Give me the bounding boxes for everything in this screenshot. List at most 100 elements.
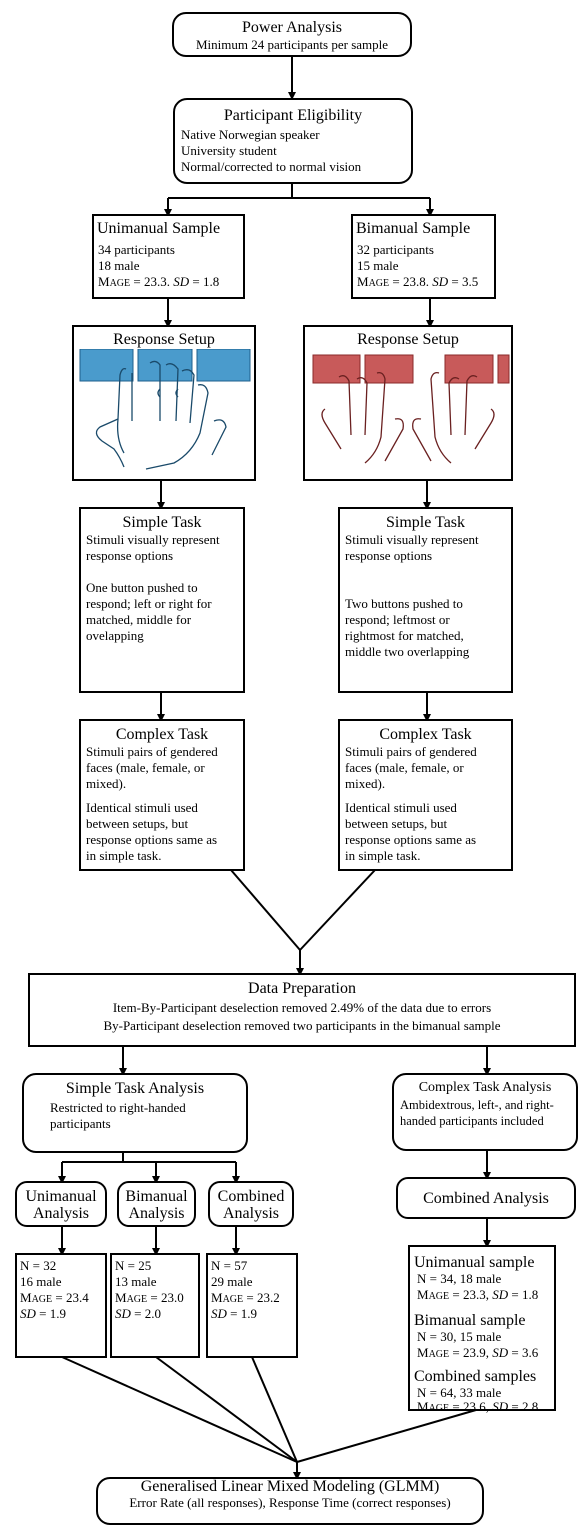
bimanual-analysis-line-1: Bimanual bbox=[125, 1188, 188, 1205]
bimanual-sample-stats: MAGE = 23.8. SD = 3.5 bbox=[357, 274, 479, 289]
power-analysis-text: Minimum 24 participants per sample bbox=[195, 37, 389, 52]
unimanual-analysis-n: N = 32 bbox=[20, 1258, 57, 1273]
combined-stats-bi-title: Bimanual sample bbox=[414, 1312, 526, 1329]
response-button-1 bbox=[312, 354, 361, 384]
unimanual-analysis-male: 16 male bbox=[20, 1274, 62, 1289]
simple-task-left-line-7: ovelapping bbox=[86, 628, 144, 643]
combined-analysis-box: Combined Analysis bbox=[396, 1177, 576, 1219]
combined-stats-bi-age: MAGE = 23.9, SD = 3.6 bbox=[417, 1345, 539, 1360]
response-button-middle bbox=[137, 349, 193, 382]
eligibility-line-3: Normal/corrected to normal vision bbox=[181, 159, 362, 174]
complex-task-right-line-6: between setups, but bbox=[345, 816, 448, 831]
data-preparation-title: Data Preparation bbox=[248, 980, 356, 997]
complex-task-right-line-7: response options same as bbox=[345, 832, 477, 847]
glmm-title: Generalised Linear Mixed Modeling (GLMM) bbox=[140, 1478, 440, 1495]
response-setup-title-right: Response Setup bbox=[357, 331, 459, 348]
unimanual-sample-male: 18 male bbox=[98, 258, 140, 273]
unimanual-analysis-line-2: Analysis bbox=[33, 1205, 89, 1222]
eligibility-box: Participant Eligibility Native Norwegian… bbox=[173, 98, 413, 184]
eligibility-line-1: Native Norwegian speaker bbox=[181, 127, 320, 142]
simple-task-analysis-title: Simple Task Analysis bbox=[65, 1080, 205, 1097]
combined-analysis-sub-line-2: Analysis bbox=[223, 1205, 279, 1222]
unimanual-analysis-line-1: Unimanual bbox=[25, 1188, 97, 1205]
unimanual-sample-box: Unimanual Sample 34 participants 18 male… bbox=[92, 214, 245, 299]
combined-stats-comb-age: MAGE = 23.6, SD = 2.8 bbox=[417, 1399, 539, 1414]
power-analysis-box: Power Analysis Minimum 24 participants p… bbox=[172, 12, 412, 57]
unimanual-sample-stats: MAGE = 23.3. SD = 1.8 bbox=[98, 274, 220, 289]
response-button-2 bbox=[364, 354, 414, 384]
complex-task-left-line-2: faces (male, female, or bbox=[86, 760, 205, 775]
simple-task-left-line-4: One button pushed to bbox=[86, 580, 198, 595]
bimanual-sample-participants: 32 participants bbox=[357, 242, 434, 257]
bimanual-analysis-male: 13 male bbox=[115, 1274, 157, 1289]
bimanual-sample-male: 15 male bbox=[357, 258, 399, 273]
data-preparation-line-1: Item-By-Participant deselection removed … bbox=[112, 1000, 492, 1015]
response-setup-title-left: Response Setup bbox=[113, 331, 215, 348]
bimanual-analysis-age: MAGE = 23.0 bbox=[115, 1290, 184, 1305]
complex-task-unimanual-box: Complex Task Stimuli pairs of gendered f… bbox=[79, 719, 245, 871]
bimanual-sample-box: Bimanual Sample 32 participants 15 male … bbox=[351, 214, 496, 299]
complex-task-analysis-line-1: Ambidextrous, left-, and right- bbox=[400, 1098, 554, 1112]
complex-task-bimanual-box: Complex Task Stimuli pairs of gendered f… bbox=[338, 719, 513, 871]
combined-samples-stats-box: Unimanual sample N = 34, 18 male MAGE = … bbox=[408, 1245, 556, 1414]
simple-task-analysis-line-1: Restricted to right-handed bbox=[50, 1100, 186, 1115]
unimanual-analysis-stats-box: N = 32 16 male MAGE = 23.4 SD = 1.9 bbox=[15, 1253, 107, 1358]
simple-task-right-line-5: respond; leftmost or bbox=[345, 612, 450, 627]
combined-analysis-sd: SD = 1.9 bbox=[211, 1306, 257, 1321]
simple-task-analysis-box: Simple Task Analysis Restricted to right… bbox=[22, 1073, 248, 1153]
complex-task-right-line-1: Stimuli pairs of gendered bbox=[345, 744, 477, 759]
unimanual-sample-participants: 34 participants bbox=[98, 242, 175, 257]
complex-task-left-line-6: between setups, but bbox=[86, 816, 189, 831]
data-preparation-box: Data Preparation Item-By-Participant des… bbox=[28, 973, 576, 1047]
unimanual-analysis-sd: SD = 1.9 bbox=[20, 1306, 66, 1321]
complex-task-analysis-title: Complex Task Analysis bbox=[418, 1080, 552, 1095]
bimanual-sample-title: Bimanual Sample bbox=[356, 220, 471, 237]
simple-task-bimanual-box: Simple Task Stimuli visually represent r… bbox=[338, 507, 513, 693]
combined-stats-comb-n: N = 64, 33 male bbox=[417, 1385, 502, 1400]
response-button-4 bbox=[497, 354, 510, 384]
combined-analysis-sub-line-1: Combined bbox=[217, 1188, 285, 1205]
eligibility-line-2: University student bbox=[181, 143, 277, 158]
combined-stats-uni-age: MAGE = 23.3, SD = 1.8 bbox=[417, 1287, 539, 1302]
data-preparation-line-2: By-Participant deselection removed two p… bbox=[103, 1018, 501, 1033]
simple-task-left-line-1: Stimuli visually represent bbox=[86, 532, 220, 547]
response-button-left bbox=[79, 349, 134, 382]
response-setup-bimanual: Response Setup bbox=[303, 325, 513, 481]
eligibility-title: Participant Eligibility bbox=[223, 107, 363, 124]
combined-analysis-age: MAGE = 23.2 bbox=[211, 1290, 280, 1305]
complex-task-left-line-1: Stimuli pairs of gendered bbox=[86, 744, 218, 759]
simple-task-left-line-6: matched, middle for bbox=[86, 612, 192, 627]
combined-analysis-stats-box: N = 57 29 male MAGE = 23.2 SD = 1.9 bbox=[206, 1253, 298, 1358]
bimanual-analysis-n: N = 25 bbox=[115, 1258, 152, 1273]
simple-task-analysis-line-2: participants bbox=[50, 1116, 111, 1131]
combined-analysis-n: N = 57 bbox=[211, 1258, 248, 1273]
simple-task-right-line-7: middle two overlapping bbox=[345, 644, 470, 659]
unimanual-hand-illustration bbox=[79, 349, 251, 470]
combined-stats-bi-n: N = 30, 15 male bbox=[417, 1329, 502, 1344]
power-analysis-title: Power Analysis bbox=[242, 19, 342, 36]
complex-task-title-left: Complex Task bbox=[115, 726, 209, 743]
simple-task-right-line-1: Stimuli visually represent bbox=[345, 532, 479, 547]
combined-analysis-sub-box: Combined Analysis bbox=[208, 1181, 294, 1227]
simple-task-title-left: Simple Task bbox=[122, 514, 202, 531]
simple-task-unimanual-box: Simple Task Stimuli visually represent r… bbox=[79, 507, 245, 693]
complex-task-right-line-5: Identical stimuli used bbox=[345, 800, 457, 815]
complex-task-left-line-7: response options same as bbox=[86, 832, 218, 847]
response-setup-unimanual: Response Setup bbox=[72, 325, 256, 481]
complex-task-left-line-8: in simple task. bbox=[86, 848, 162, 863]
simple-task-left-line-5: respond; left or right for bbox=[86, 596, 212, 611]
complex-task-analysis-box: Complex Task Analysis Ambidextrous, left… bbox=[392, 1073, 578, 1151]
complex-task-right-line-8: in simple task. bbox=[345, 848, 421, 863]
complex-task-right-line-2: faces (male, female, or bbox=[345, 760, 464, 775]
simple-task-title-right: Simple Task bbox=[385, 514, 466, 531]
complex-task-title-right: Complex Task bbox=[379, 726, 472, 743]
combined-analysis-title: Combined Analysis bbox=[423, 1190, 549, 1207]
glmm-box: Generalised Linear Mixed Modeling (GLMM)… bbox=[96, 1477, 484, 1525]
complex-task-analysis-line-2: handed participants included bbox=[400, 1114, 544, 1128]
combined-stats-uni-title: Unimanual sample bbox=[414, 1254, 535, 1271]
complex-task-left-line-3: mixed). bbox=[86, 776, 127, 791]
bimanual-hand-illustration bbox=[312, 354, 510, 464]
combined-stats-comb-title: Combined samples bbox=[414, 1368, 537, 1385]
simple-task-left-line-2: response options bbox=[86, 548, 174, 563]
